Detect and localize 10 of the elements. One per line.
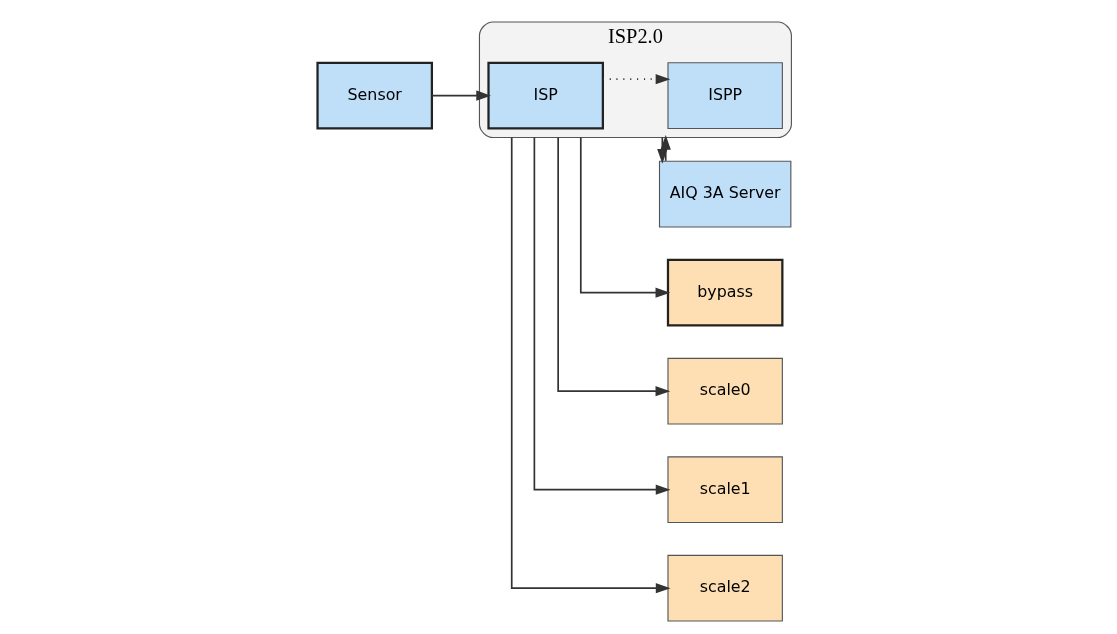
arrow: [601, 74, 670, 85]
node-box: Sensor: [315, 61, 433, 130]
node-box: scale1: [666, 456, 783, 524]
node-box: scale2: [666, 554, 783, 622]
node-box: scale0: [666, 357, 783, 425]
arrow: [430, 90, 491, 101]
node-box: ISP: [486, 61, 604, 130]
node-box: ISPP: [666, 62, 783, 130]
node-box: AIQ 3A Server: [658, 160, 791, 228]
node-box: bypass: [666, 258, 783, 327]
